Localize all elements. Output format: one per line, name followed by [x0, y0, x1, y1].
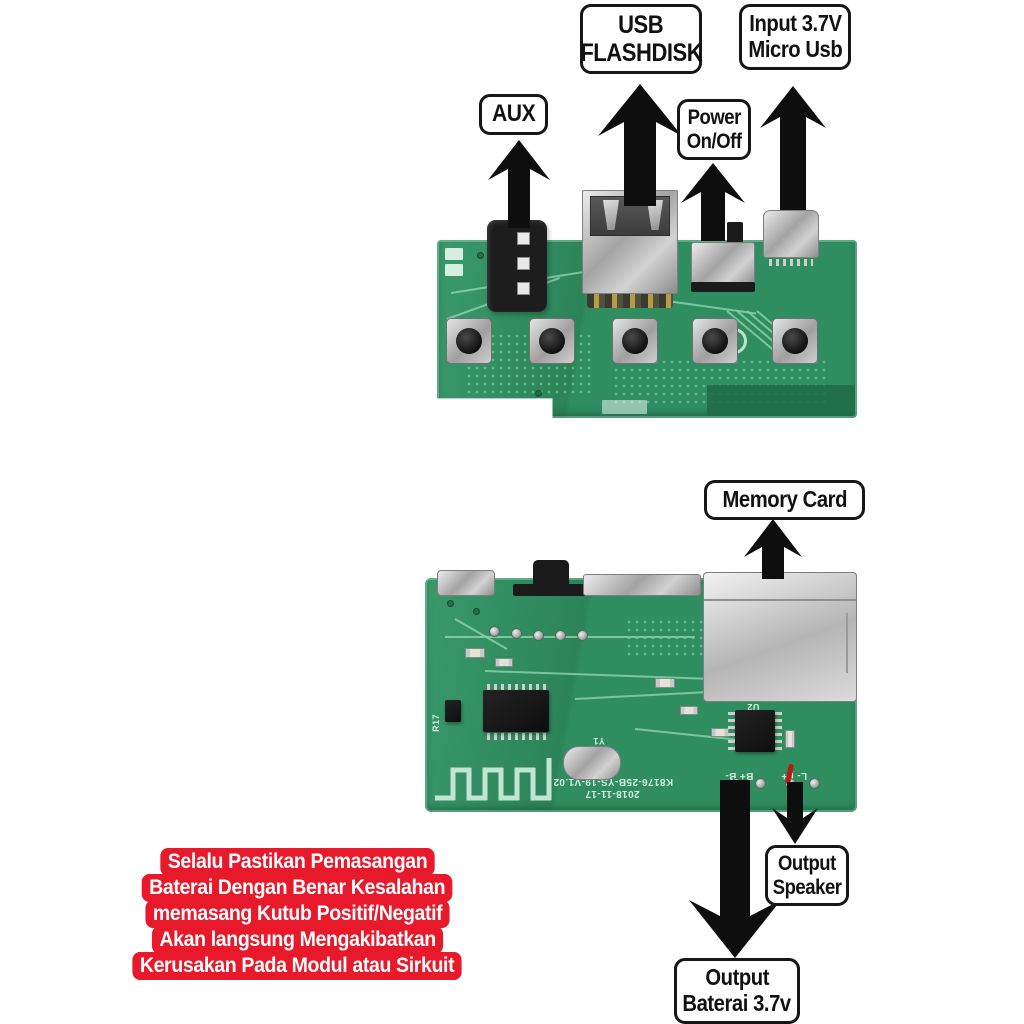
switch-base-back-view — [513, 584, 591, 596]
silkscreen-mark — [445, 248, 463, 260]
micro-usb-port — [763, 210, 819, 258]
aux-label-text: AUX — [491, 100, 536, 127]
amplifier-ic — [735, 710, 775, 752]
usb-spring-tab — [647, 200, 663, 230]
memory-card-label: Memory Card — [704, 480, 866, 520]
pcb-trace — [666, 300, 757, 315]
amp-ic-pins-left — [728, 712, 735, 750]
micro-sd-slot — [703, 572, 857, 702]
memory-card-arrow-icon — [744, 519, 802, 579]
warning-line-3: memasang Kutub Positif/Negatif — [145, 900, 450, 928]
speaker-label-line2: Speaker — [772, 875, 842, 899]
usb-label-line1: USB — [618, 11, 664, 39]
switch-knob-back-view — [533, 560, 569, 588]
speaker-label-line1: Output — [778, 852, 836, 875]
smd-component — [680, 706, 698, 715]
solder-pad — [489, 626, 500, 637]
pcb-trace — [454, 618, 508, 650]
smd-component — [711, 728, 729, 737]
usb-spring-tab — [603, 200, 619, 230]
power-label-line2: On/Off — [686, 129, 742, 153]
aux-jack-connector — [487, 220, 547, 312]
silkscreen-mark — [445, 264, 463, 276]
smd-component — [655, 678, 675, 688]
main-bluetooth-ic — [483, 690, 549, 732]
sd-slot-seam — [846, 613, 848, 673]
switch-base — [691, 282, 755, 292]
tactile-button-5 — [772, 318, 818, 364]
memory-card-label-text: Memory Card — [722, 486, 847, 512]
smd-component — [495, 658, 513, 667]
speaker-plus-pad — [809, 778, 820, 789]
crystal-ref-text: Y1 — [593, 736, 605, 746]
input-label-line1: Input 3.7V — [748, 10, 842, 36]
mount-hole — [473, 608, 480, 615]
power-slide-switch — [691, 242, 755, 286]
resistor-ref-text: R17 — [430, 714, 441, 732]
battery-minus-pad — [755, 778, 766, 789]
usb-port-pins — [587, 290, 673, 308]
battery-label-line1: Output — [705, 964, 769, 990]
smd-component — [465, 648, 485, 658]
usb-port-opening — [590, 196, 670, 236]
input-label-line2: Micro Usb — [748, 35, 842, 62]
usb-label-line2: FLASHDISK — [580, 39, 702, 67]
aux-label: AUX — [479, 94, 549, 135]
silkscreen-date-text: 2018-11-17 — [585, 788, 640, 799]
warning-line-4: Akan langsung Mengakibatkan — [151, 926, 444, 954]
sd-slot-seam — [704, 599, 856, 601]
aux-jack-pin — [517, 282, 530, 295]
battery-warning-text: Selalu Pastikan Pemasangan Baterai Denga… — [132, 848, 463, 980]
solder-pad — [577, 630, 588, 641]
output-battery-label: Output Baterai 3.7v — [674, 958, 800, 1024]
solder-pad — [555, 630, 566, 641]
power-onoff-label: Power On/Off — [677, 99, 751, 161]
output-speaker-arrow-icon — [772, 782, 818, 844]
warning-line-2: Baterai Dengan Benar Kesalahan — [142, 874, 453, 902]
aux-arrow-icon — [488, 140, 550, 228]
usb-port-back-view — [583, 574, 701, 596]
power-label-line1: Power — [687, 106, 741, 129]
input-arrow-icon — [760, 86, 826, 210]
pcb-front-board — [437, 190, 857, 418]
usb-flashdisk-label: USB FLASHDISK — [580, 4, 702, 74]
antenna-keepout-zone — [707, 385, 855, 416]
tactile-button-3 — [612, 318, 658, 364]
smd-component — [785, 730, 795, 748]
bluetooth-antenna-trace — [435, 758, 552, 801]
micro-usb-pins — [769, 259, 813, 266]
warning-line-5: Kerusakan Pada Modul atau Sirkuit — [132, 952, 463, 980]
tactile-button-4 — [692, 318, 738, 364]
output-battery-arrow-icon — [689, 780, 781, 958]
switch-actuator-knob — [727, 222, 743, 248]
tactile-button-1 — [446, 318, 492, 364]
warning-line-1: Selalu Pastikan Pemasangan — [160, 848, 435, 876]
aux-jack-pin — [517, 257, 530, 270]
usb-a-port — [582, 190, 678, 294]
output-speaker-label: Output Speaker — [765, 845, 849, 907]
main-ic-pins-top — [487, 684, 549, 691]
usb-arrow-icon — [598, 84, 682, 206]
power-arrow-icon — [681, 163, 745, 241]
input-microusb-label: Input 3.7V Micro Usb — [739, 4, 851, 70]
solder-pad — [511, 628, 522, 639]
tactile-button-2 — [529, 318, 575, 364]
transistor — [445, 700, 461, 722]
amp-ic-pins-right — [775, 712, 782, 750]
mount-hole — [447, 600, 454, 607]
aux-jack-back-view — [437, 570, 495, 596]
pcb-trace — [445, 636, 695, 638]
solder-pad — [533, 630, 544, 641]
pcb-back-board: K8176-25B-YS-19-V1.02 2018-11-17 B+ B- L… — [425, 560, 857, 812]
solder-pad-mark — [602, 400, 647, 414]
battery-label-line2: Baterai 3.7v — [682, 989, 792, 1016]
main-ic-pins-bottom — [487, 733, 549, 740]
aux-jack-pin — [517, 232, 530, 245]
crystal-oscillator — [563, 746, 621, 780]
mount-hole — [535, 390, 542, 397]
mount-hole — [477, 252, 484, 259]
